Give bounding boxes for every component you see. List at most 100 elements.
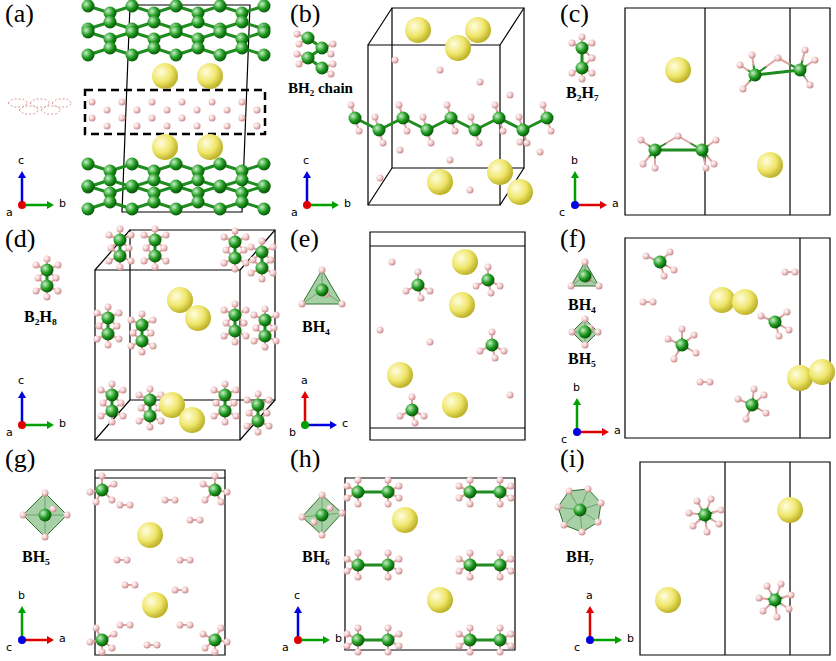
boron-atom: [126, 26, 139, 39]
hydrogen-atom: [273, 312, 280, 319]
hydrogen-atom: [211, 413, 218, 420]
axis-label: b: [573, 382, 580, 394]
hydrogen-atom: [437, 67, 444, 74]
hydrogen-atom: [385, 649, 392, 656]
hydrogen-atom: [99, 649, 106, 656]
hydrogen-atom: [164, 123, 171, 130]
hydrogen-atom: [456, 483, 463, 490]
boron-atom: [114, 234, 127, 247]
boron-atom: [170, 26, 183, 39]
cell-edge: [640, 462, 830, 655]
boron-atom: [576, 62, 589, 75]
boron-atom: [214, 203, 227, 216]
metal-atom: [507, 179, 533, 205]
boron-atom: [106, 389, 119, 402]
hydrogen-atom: [161, 245, 168, 252]
boron-atom: [252, 399, 265, 412]
hydrogen-atom: [569, 40, 576, 47]
hydrogen-atom: [224, 123, 231, 130]
hydrogen-atom: [566, 488, 573, 495]
axis-arrow: [21, 398, 24, 425]
boron-atom: [494, 634, 507, 647]
cell-edge: [370, 232, 525, 440]
hydrogen-atom: [389, 259, 396, 266]
cell-edge: [368, 45, 500, 205]
hydrogen-atom: [158, 418, 165, 425]
panel-letter: (e): [290, 225, 319, 254]
metal-atom: [392, 507, 418, 533]
hydrogen-atom: [154, 642, 161, 649]
hydrogen-atom: [377, 327, 384, 334]
hydrogen-atom: [467, 477, 474, 484]
cell-edge: [8, 99, 28, 107]
hydrogen-atom: [194, 123, 201, 130]
hydrogen-atom: [239, 99, 246, 106]
hydrogen-atom: [485, 264, 492, 271]
hydrogen-atom: [418, 295, 425, 302]
boron-atom: [96, 484, 109, 497]
cell-edge: [789, 462, 790, 655]
axis-arrow: [589, 613, 592, 640]
hydrogen-atom: [396, 568, 403, 575]
boron-atom: [149, 234, 162, 247]
boron-atom: [170, 49, 183, 62]
hydrogen-atom: [296, 41, 303, 48]
formula-label: BH₇: [566, 548, 594, 566]
hydrogen-atom: [319, 267, 326, 274]
hydrogen-atom: [44, 256, 51, 263]
coordination-polyhedron: [558, 489, 601, 532]
panel-letter: (b): [290, 0, 320, 29]
axis-arrow: [21, 613, 24, 640]
hydrogen-atom: [224, 489, 231, 496]
boron-atom: [382, 634, 395, 647]
hydrogen-atom: [251, 338, 258, 345]
axis-arrowhead: [18, 171, 26, 178]
hydrogen-atom: [177, 557, 184, 564]
hydrogen-atom: [138, 405, 145, 412]
b-b-bond: [655, 149, 702, 152]
axis-label: b: [59, 198, 66, 210]
hydrogen-atom: [239, 115, 246, 122]
boron-atom: [126, 49, 139, 62]
boron-atom: [82, 158, 95, 171]
hydrogen-atom: [555, 504, 562, 511]
hydrogen-atom: [517, 139, 524, 146]
boron-atom: [214, 181, 227, 194]
boron-atom: [649, 144, 662, 157]
boron-atom: [464, 634, 477, 647]
hydrogen-atom: [197, 517, 204, 524]
hydrogen-atom: [675, 133, 682, 140]
boron-atom: [464, 486, 477, 499]
hydrogen-atom: [105, 304, 112, 311]
boron-atom: [126, 203, 139, 216]
boron-atom: [259, 330, 272, 343]
axis-arrowhead: [586, 606, 594, 613]
axis-label: b: [289, 427, 296, 439]
boron-atom: [214, 180, 227, 193]
hydrogen-atom: [456, 643, 463, 650]
hydrogen-atom: [477, 348, 484, 355]
hydrogen-atom: [104, 123, 111, 130]
boron-atom: [192, 174, 205, 187]
hydrogen-atom: [447, 157, 454, 164]
hydrogen-atom: [87, 639, 94, 646]
hydrogen-atom: [492, 355, 499, 362]
hydrogen-atom: [396, 643, 403, 650]
boron-atom: [82, 203, 95, 216]
boron-atom: [209, 634, 222, 647]
hydrogen-atom: [467, 574, 474, 581]
hydrogen-atom: [96, 323, 103, 330]
hydrogen-atom: [355, 625, 362, 632]
hydrogen-atom: [233, 387, 240, 394]
boron-atom: [170, 180, 183, 193]
hydrogen-atom: [497, 574, 504, 581]
hydrogen-atom: [179, 115, 186, 122]
axis-label: b: [59, 418, 66, 430]
hydrogen-atom: [355, 550, 362, 557]
boron-atom: [494, 486, 507, 499]
hydrogen-atom: [128, 232, 135, 239]
axis-label: c: [574, 642, 580, 654]
axis-origin: [571, 201, 579, 209]
boron-atom: [316, 42, 329, 55]
axis-arrowhead: [303, 171, 311, 178]
